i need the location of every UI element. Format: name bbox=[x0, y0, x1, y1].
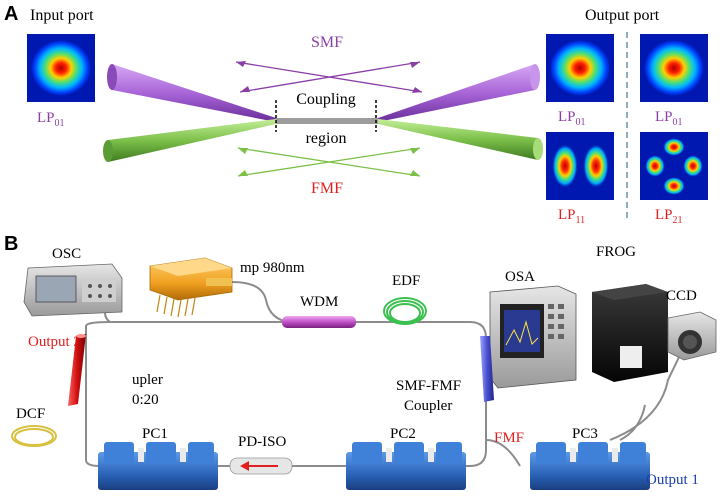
smf-fmf-coupler bbox=[480, 336, 494, 402]
smf-double-arrow bbox=[235, 61, 423, 93]
dcf-coil bbox=[11, 425, 57, 447]
pd-iso-label: PD-ISO bbox=[238, 434, 287, 450]
mode-image-out-smf-right-lp01 bbox=[640, 34, 708, 102]
mode-label-out-fmf-right: LP21 bbox=[655, 207, 683, 226]
coupling-label-line1: Coupling bbox=[296, 91, 356, 108]
coupler-label-line2: 0:20 bbox=[132, 392, 159, 408]
ccd-camera bbox=[667, 311, 717, 361]
osc-instrument bbox=[23, 263, 123, 317]
osa-instrument bbox=[489, 285, 577, 389]
coupling-label-line2: region bbox=[306, 130, 347, 147]
mode-label-out-smf: LP01 bbox=[558, 109, 586, 128]
ccd-label: CCD bbox=[666, 288, 697, 304]
dcf-label: DCF bbox=[16, 406, 45, 422]
input-port-label: Input port bbox=[30, 7, 94, 24]
fmf-segment-label: FMF bbox=[494, 430, 524, 446]
mode-label-out-smf-right: LP01 bbox=[655, 109, 683, 128]
smf-fmf-coupler-label-line1: SMF-FMF bbox=[396, 378, 461, 394]
coupler-label-line1: upler bbox=[132, 372, 163, 388]
pc2-label: PC2 bbox=[390, 426, 416, 442]
smf-fmf-coupler-label-line2: Coupler bbox=[404, 398, 452, 414]
mode-image-out-fmf-lp21 bbox=[640, 132, 708, 200]
fmf-double-arrow bbox=[237, 147, 421, 177]
pc2-controller bbox=[346, 442, 466, 490]
pc1-controller bbox=[98, 442, 218, 490]
smf-label: SMF bbox=[311, 34, 343, 51]
output-port-label: Output port bbox=[585, 7, 660, 24]
fmf-fiber-left bbox=[103, 119, 276, 162]
pc3-controller bbox=[530, 442, 650, 490]
mode-image-out-fmf-lp11 bbox=[546, 132, 614, 200]
pump-laser bbox=[149, 257, 233, 318]
mode-image-out-smf-lp01 bbox=[546, 34, 614, 102]
output1-label: Output 1 bbox=[646, 472, 699, 488]
panel-b-letter: B bbox=[4, 233, 18, 255]
coupling-waist bbox=[276, 118, 378, 124]
mode-label-out-fmf: LP11 bbox=[558, 207, 585, 226]
panel-a-letter: A bbox=[4, 3, 18, 25]
edf-coil bbox=[383, 297, 427, 325]
osc-label: OSC bbox=[52, 246, 81, 262]
mode-label-input: LP01 bbox=[37, 110, 65, 129]
output2-label: Output 2 bbox=[28, 334, 81, 350]
output-coupler bbox=[68, 334, 86, 406]
pump-label: mp 980nm bbox=[240, 260, 305, 276]
smf-fiber-left bbox=[107, 64, 276, 122]
osa-label: OSA bbox=[505, 269, 535, 285]
wdm-label: WDM bbox=[300, 294, 338, 310]
frog-instrument bbox=[592, 284, 668, 382]
pc1-label: PC1 bbox=[142, 426, 168, 442]
frog-label: FROG bbox=[596, 244, 636, 260]
fmf-fiber-right bbox=[378, 119, 543, 160]
pc3-label: PC3 bbox=[572, 426, 598, 442]
smf-fiber-right bbox=[378, 64, 540, 122]
fmf-label: FMF bbox=[311, 180, 343, 197]
edf-label: EDF bbox=[392, 273, 420, 289]
mode-image-input-lp01 bbox=[27, 34, 95, 102]
pd-isolator bbox=[229, 457, 293, 475]
wdm-component bbox=[282, 316, 356, 328]
